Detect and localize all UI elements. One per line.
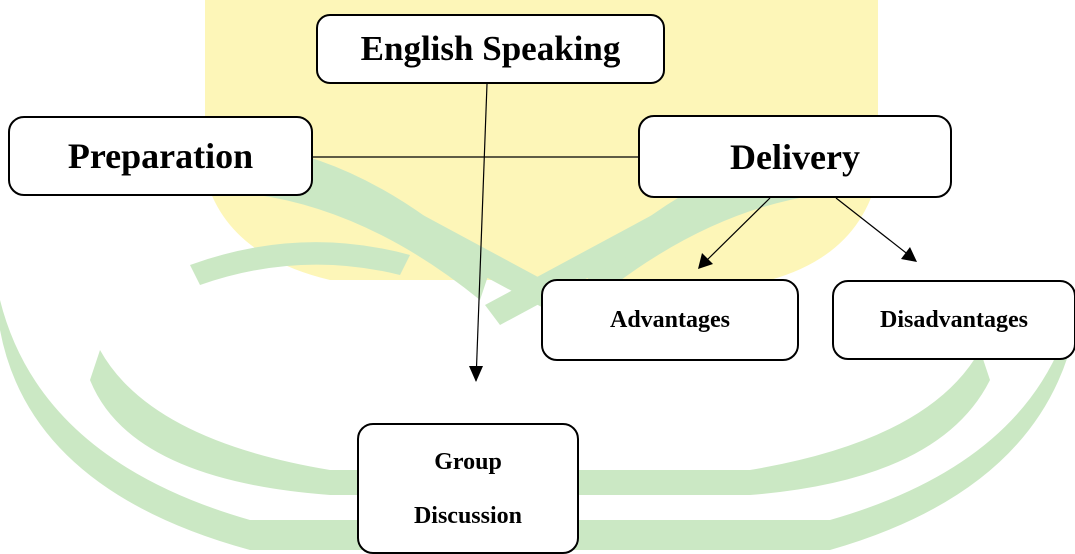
watermark-stand-c (190, 242, 410, 285)
edge-delivery-to-advantages-arrow (704, 197, 771, 263)
node-advantages-label: Advantages (609, 306, 730, 333)
node-group-discussion-line2: Discussion (413, 502, 523, 529)
edge-delivery-to-disadvantages-arrow (835, 197, 911, 257)
node-preparation-label: Preparation (67, 136, 254, 176)
node-delivery-label: Delivery (730, 136, 860, 177)
node-advantages: Advantages (541, 279, 799, 361)
node-delivery: Delivery (638, 115, 952, 198)
node-disadvantages: Disadvantages (832, 280, 1075, 360)
arrowhead-disadvantages (901, 247, 917, 262)
node-english-speaking: English Speaking (316, 14, 665, 84)
node-preparation: Preparation (8, 116, 313, 196)
node-group-discussion-line1: Group (434, 448, 502, 475)
arrowhead-group (469, 366, 483, 382)
node-group-discussion: Group Discussion (357, 423, 579, 554)
edge-english-to-group-arrow (475, 83, 488, 382)
arrowhead-advantages (698, 253, 713, 269)
node-disadvantages-label: Disadvantages (879, 306, 1029, 333)
node-english-speaking-label: English Speaking (360, 29, 621, 68)
watermark-stand-a (315, 165, 590, 325)
